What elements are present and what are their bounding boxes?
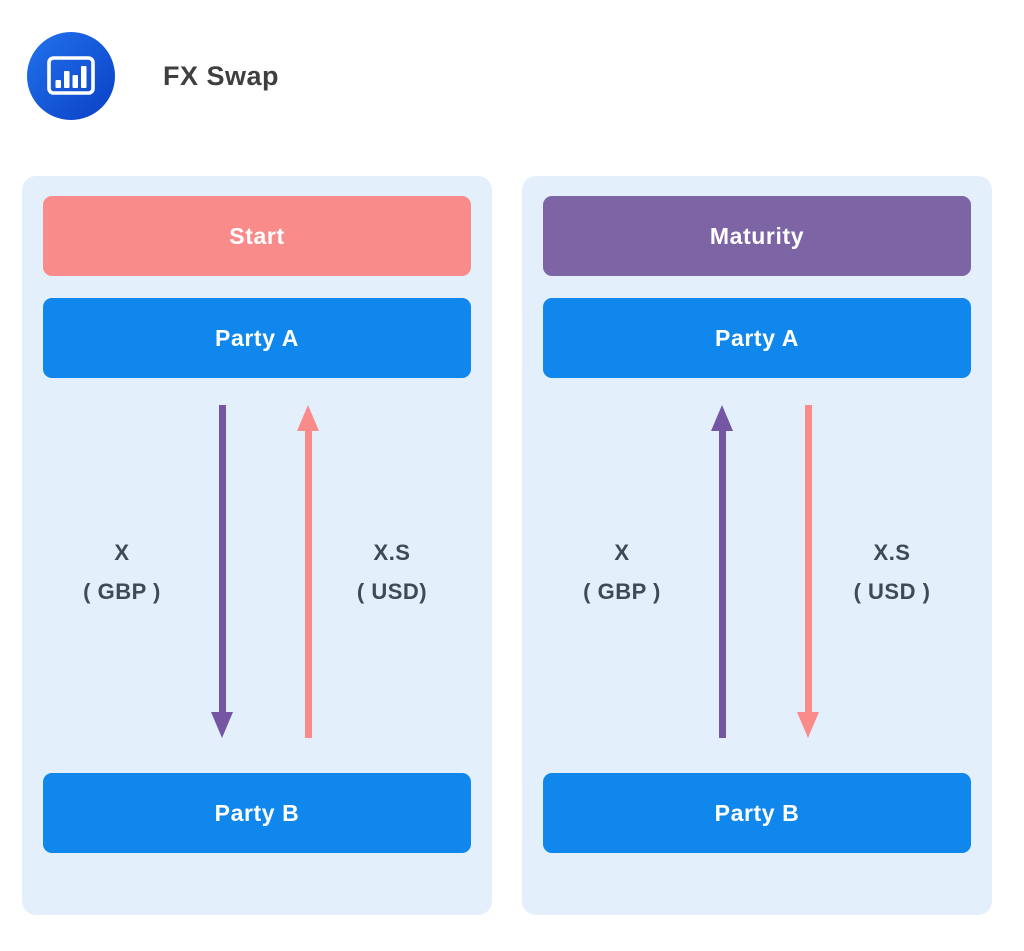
flow-amount: X	[614, 540, 630, 565]
flow-label-gbp: X ( GBP )	[47, 533, 197, 611]
flow-area-start: X ( GBP ) X.S ( USD)	[43, 378, 471, 773]
party-b-box: Party B	[43, 773, 471, 853]
arrowhead-icon	[211, 712, 233, 738]
flow-currency: ( USD)	[356, 579, 428, 604]
panel-start: Start Party A X ( GBP ) X.S ( USD) Party…	[22, 176, 492, 915]
flow-label-usd: X.S ( USD )	[817, 533, 967, 611]
flow-label-gbp: X ( GBP )	[547, 533, 697, 611]
flow-amount: X	[114, 540, 130, 565]
arrow-shaft	[804, 405, 812, 712]
stage-badge-maturity: Maturity	[543, 196, 971, 276]
stage-badge-start: Start	[43, 196, 471, 276]
flow-arrow-gbp-icon	[711, 405, 733, 738]
arrowhead-icon	[797, 712, 819, 738]
flow-arrow-usd-icon	[297, 405, 319, 738]
flow-arrow-usd-icon	[797, 405, 819, 738]
arrow-shaft	[218, 405, 226, 712]
bar-chart-logo-icon	[27, 32, 115, 120]
header: FX Swap	[27, 32, 279, 120]
party-b-box: Party B	[543, 773, 971, 853]
flow-currency: ( GBP )	[583, 579, 661, 604]
panel-maturity: Maturity Party A X ( GBP ) X.S ( USD ) P…	[522, 176, 992, 915]
flow-area-maturity: X ( GBP ) X.S ( USD )	[543, 378, 971, 773]
flow-currency: ( GBP )	[83, 579, 161, 604]
arrow-shaft	[304, 431, 312, 738]
page-title: FX Swap	[163, 60, 280, 91]
party-a-box: Party A	[43, 298, 471, 378]
party-a-box: Party A	[543, 298, 971, 378]
flow-amount: X.S	[373, 540, 411, 565]
flow-amount: X.S	[873, 540, 911, 565]
arrowhead-icon	[297, 405, 319, 431]
flow-label-usd: X.S ( USD)	[317, 533, 467, 611]
arrow-shaft	[718, 431, 726, 738]
flow-currency: ( USD )	[853, 579, 931, 604]
arrowhead-icon	[711, 405, 733, 431]
flow-arrow-gbp-icon	[211, 405, 233, 738]
